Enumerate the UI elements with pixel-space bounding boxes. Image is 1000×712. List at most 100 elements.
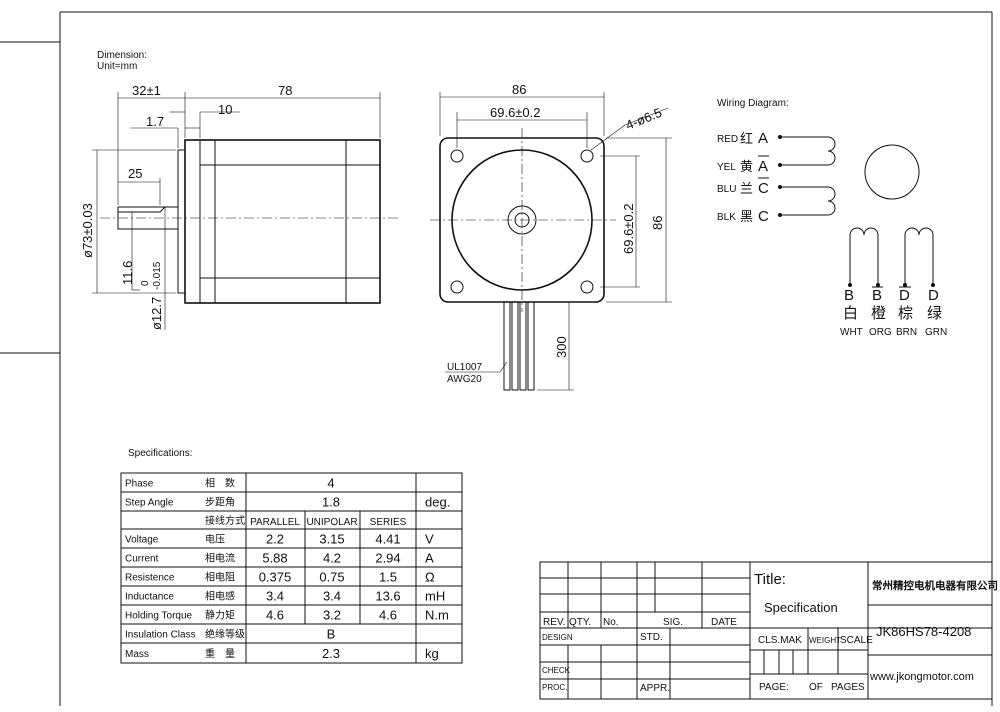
tb-title-label: Title: bbox=[754, 571, 786, 588]
wiring-bottom: B 白 WHT B 橙 ORG D 棕 BRN D 绿 GRN bbox=[840, 227, 947, 338]
svg-text:WHT: WHT bbox=[840, 327, 863, 338]
tb-specification: Specification bbox=[764, 600, 838, 615]
svg-text:D: D bbox=[928, 287, 939, 304]
tb-no: No. bbox=[603, 617, 619, 628]
svg-text:橙: 橙 bbox=[871, 305, 886, 322]
svg-text:A: A bbox=[758, 158, 768, 175]
svg-text:ORG: ORG bbox=[869, 327, 892, 338]
svg-text:GRN: GRN bbox=[925, 327, 947, 338]
side-view bbox=[92, 92, 400, 330]
svg-text:BLK: BLK bbox=[717, 212, 736, 223]
spec-label: Holding Torque bbox=[125, 611, 193, 622]
unit-label: Unit=mm bbox=[97, 61, 137, 72]
spec-unit: kg bbox=[425, 646, 439, 661]
spec-value-parallel: 0.375 bbox=[259, 570, 292, 585]
wiring-left: RED 红 A YEL 黄 A BLU 兰 C BLK 黑 C bbox=[717, 130, 836, 225]
spec-unit: deg. bbox=[425, 495, 450, 510]
lead-wht: B 白 WHT bbox=[840, 287, 863, 338]
spec-label-cn: 步距角 bbox=[205, 497, 235, 509]
spec-label: Inductance bbox=[125, 592, 174, 603]
svg-text:YEL: YEL bbox=[717, 162, 736, 173]
rotor-symbol bbox=[864, 144, 920, 200]
tb-weight: WEIGHT bbox=[809, 636, 841, 645]
wiring-title: Wiring Diagram: bbox=[717, 98, 789, 109]
dim-11-6: 11.6 bbox=[120, 261, 135, 285]
wire-spec-1: UL1007 bbox=[447, 362, 482, 373]
tb-sig: SIG. bbox=[663, 617, 683, 628]
lead-yel: YEL 黄 A bbox=[717, 155, 769, 175]
spec-label-cn: 相电感 bbox=[205, 590, 235, 603]
spec-label-cn: 电压 bbox=[205, 533, 225, 546]
dim-69-6-top: 69.6±0.2 bbox=[490, 105, 541, 120]
tb-appr: APPR. bbox=[640, 683, 670, 694]
dim-69-6-side: 69.6±0.2 bbox=[621, 203, 636, 254]
dimension-label: Dimension: bbox=[97, 50, 147, 61]
lead-red: RED 红 A bbox=[717, 130, 768, 147]
lead-grn: D 绿 GRN bbox=[925, 287, 947, 338]
svg-text:B: B bbox=[872, 287, 882, 304]
spec-label-cn: 相电流 bbox=[205, 552, 235, 565]
spec-label-cn: 相电阻 bbox=[205, 571, 235, 584]
lead-brn: D 棕 BRN bbox=[896, 286, 917, 338]
dim-86-top: 86 bbox=[512, 82, 526, 97]
spec-value: 1.8 bbox=[322, 495, 340, 510]
tb-of: OF bbox=[809, 682, 823, 693]
dim-300: 300 bbox=[554, 336, 569, 358]
lead-blu: BLU 兰 C bbox=[717, 177, 769, 197]
spec-value-parallel: 5.88 bbox=[262, 551, 287, 566]
tb-date: DATE bbox=[711, 617, 737, 628]
svg-text:D: D bbox=[899, 287, 910, 304]
tb-cls-mak: CLS.MAK bbox=[758, 635, 802, 646]
spec-value-parallel: PARALLEL bbox=[250, 517, 300, 528]
tb-page: PAGE: bbox=[759, 682, 789, 693]
title-block bbox=[539, 561, 993, 700]
spec-value-parallel: 4.6 bbox=[266, 608, 284, 623]
lead-blk: BLK 黑 C bbox=[717, 208, 769, 225]
spec-value-unipolar: 3.15 bbox=[319, 532, 344, 547]
dim-86-side: 86 bbox=[650, 216, 665, 230]
spec-value-unipolar: 0.75 bbox=[319, 570, 344, 585]
spec-label: Phase bbox=[125, 479, 154, 490]
spec-label-cn: 静力矩 bbox=[205, 609, 235, 622]
dim-10: 10 bbox=[218, 102, 232, 117]
spec-label-cn: 相 数 bbox=[205, 477, 235, 490]
svg-text:C: C bbox=[758, 180, 769, 197]
wire-spec-2: AWG20 bbox=[447, 374, 482, 385]
tb-pages: PAGES bbox=[831, 682, 865, 693]
dim-12-7: ø12.7 bbox=[149, 297, 164, 330]
svg-text:白: 白 bbox=[843, 305, 858, 322]
spec-label: Resistence bbox=[125, 573, 175, 584]
spec-value-series: 1.5 bbox=[379, 570, 397, 585]
spec-value-series: 2.94 bbox=[375, 551, 400, 566]
spec-value-parallel: 3.4 bbox=[266, 589, 284, 604]
spec-label: Mass bbox=[125, 649, 149, 660]
tb-rev: REV. bbox=[543, 617, 565, 628]
front-view bbox=[430, 92, 672, 391]
svg-text:B: B bbox=[844, 287, 854, 304]
spec-value-unipolar: UNIPOLAR bbox=[306, 517, 357, 528]
svg-text:A: A bbox=[758, 130, 768, 147]
dim-1-7: 1.7 bbox=[146, 114, 164, 129]
hole-label: 4-ø6.5 bbox=[624, 105, 664, 133]
tb-design: DESIGN bbox=[542, 633, 573, 642]
spec-value-unipolar: 4.2 bbox=[323, 551, 341, 566]
svg-text:BLU: BLU bbox=[717, 184, 736, 195]
dim-32: 32±1 bbox=[132, 83, 161, 98]
spec-value: B bbox=[327, 627, 336, 642]
spec-unit: A bbox=[425, 551, 434, 566]
spec-unit: V bbox=[425, 532, 434, 547]
svg-text:C: C bbox=[758, 208, 769, 225]
tb-std: STD. bbox=[640, 632, 663, 643]
spec-value: 2.3 bbox=[322, 646, 340, 661]
spec-label-cn: 重 量 bbox=[205, 647, 235, 660]
spec-unit: mH bbox=[425, 589, 445, 604]
tb-company: 常州精控电机电器有限公司 bbox=[872, 579, 998, 592]
spec-value-series: 4.41 bbox=[375, 532, 400, 547]
svg-text:红: 红 bbox=[740, 131, 753, 146]
tb-check: CHECK bbox=[542, 666, 571, 675]
dim-78: 78 bbox=[278, 83, 292, 98]
specs-title: Specifications: bbox=[128, 448, 192, 459]
